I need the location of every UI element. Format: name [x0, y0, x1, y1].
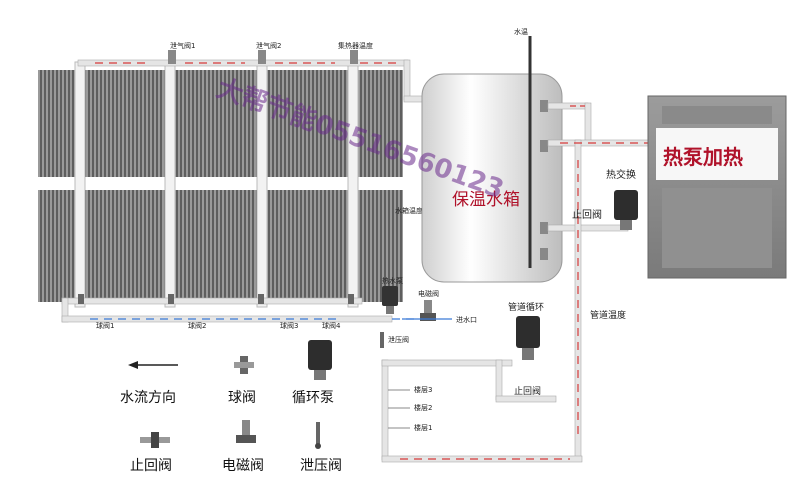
ball-valve-markers: [78, 294, 354, 304]
vent-valve-1-label: 泄气阀1: [170, 41, 195, 50]
pipeline-circulation-label: 管道循环: [508, 301, 544, 313]
solar-collector-array: [38, 61, 403, 308]
top-pipe: [77, 59, 429, 103]
floor-1-label: 楼层1: [414, 423, 432, 432]
legend-ball-valve: 球阀: [228, 390, 256, 406]
inlet-label: 进水口: [456, 315, 477, 324]
relief-valve-icon: [380, 332, 384, 348]
floor-3-label: 楼层3: [414, 385, 432, 394]
ball-valve-icon: [348, 294, 354, 304]
collector-header: [164, 61, 176, 308]
legend-flow-direction: 水流方向: [120, 390, 176, 406]
legend: 水流方向 球阀 循环泵 止回阀 电磁阀 泄压阀: [120, 340, 342, 474]
heat-pump-unit: [647, 95, 787, 279]
solenoid-valve-label: 电磁阀: [418, 289, 439, 298]
ball-valve-4-label: 球阀4: [322, 321, 341, 330]
legend-check-valve: 止回阀: [130, 458, 172, 474]
check-valve-icon: [140, 432, 170, 448]
heat-exchanger-icon: [614, 190, 638, 230]
vent-valve-2-icon: [258, 50, 266, 64]
collector-panel: [38, 190, 403, 302]
collector-header: [74, 61, 86, 308]
legend-relief-valve: 泄压阀: [300, 458, 342, 474]
tank-temp-label: 水箱温度: [395, 206, 423, 215]
pipeline-circulation-pump-icon: [516, 316, 540, 360]
check-valve-bottom-label: 止回阀: [514, 385, 541, 397]
distribution-loop: [381, 359, 583, 463]
flow-direction-arrow-icon: [128, 361, 178, 369]
ball-valve-icon: [258, 294, 264, 304]
pipeline-temp-label: 管道温度: [590, 309, 626, 321]
floor-2-label: 楼层2: [414, 403, 432, 412]
hot-water-pump-icon: [382, 286, 398, 314]
water-level-label: 水温: [514, 27, 528, 36]
vent-valve-1-icon: [168, 50, 176, 64]
insulated-water-tank: [421, 36, 563, 283]
ball-valve-1-label: 球阀1: [96, 321, 114, 330]
vent-valve-2-label: 泄气阀2: [256, 41, 281, 50]
ball-valve-icon: [234, 356, 254, 374]
relief-valve-legend-icon: [315, 422, 321, 449]
ball-valve-2-label: 球阀2: [188, 321, 206, 330]
ball-valve-icon: [168, 294, 174, 304]
heat-pump-label: 热泵加热: [663, 145, 743, 169]
ball-valve-icon: [78, 294, 84, 304]
check-valve-top-label: 止回阀: [572, 208, 602, 221]
relief-valve-label: 泄压阀: [388, 335, 409, 344]
heat-exchange-label: 热交换: [606, 168, 636, 181]
ball-valve-3-label: 球阀3: [280, 321, 298, 330]
collector-temp-sensor-icon: [350, 50, 358, 64]
legend-circulation-pump: 循环泵: [292, 390, 334, 406]
solenoid-valve-legend-icon: [236, 420, 256, 443]
legend-solenoid-valve: 电磁阀: [222, 458, 264, 474]
collector-temp-label: 集热器温度: [338, 41, 373, 50]
tank-right-pipes: [547, 102, 659, 461]
collector-panel: [38, 70, 403, 177]
collector-header: [347, 61, 359, 308]
hot-water-pump-label: 热水泵: [382, 276, 403, 285]
circulation-pump-icon: [308, 340, 332, 380]
solenoid-valve-icon: [420, 300, 436, 321]
tank-label: 保温水箱: [452, 190, 520, 210]
